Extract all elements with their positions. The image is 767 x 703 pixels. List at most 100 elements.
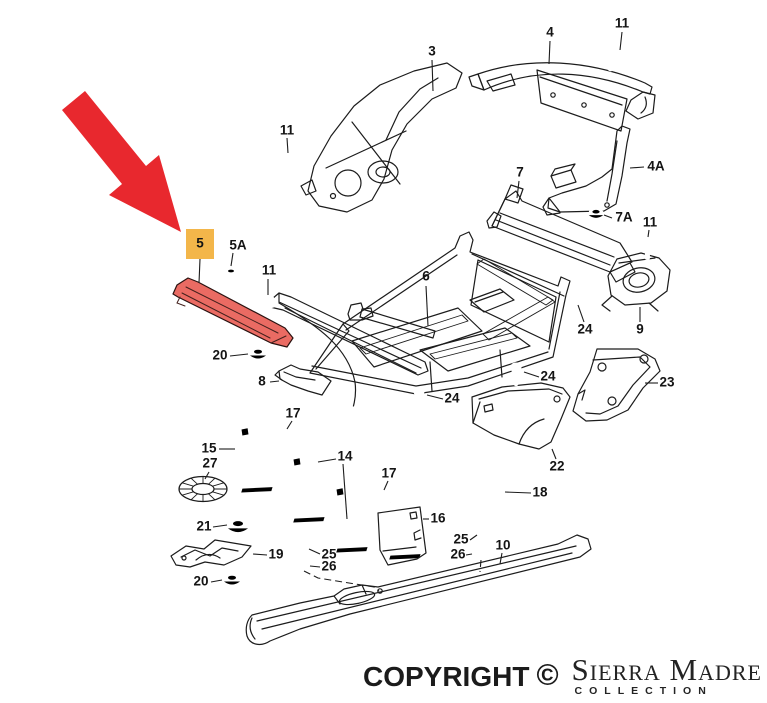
callout-16: 16 [430, 511, 446, 526]
callout-20: 20 [212, 348, 227, 363]
callout-24: 24 [540, 369, 556, 384]
callout-19: 19 [268, 547, 283, 562]
part-6-floor-pan [309, 211, 571, 395]
callout-23: 23 [659, 375, 675, 390]
copyright-text: COPYRIGHT [362, 660, 530, 692]
part-23-shield [572, 348, 661, 422]
part-16-panel [377, 506, 427, 566]
leader-line [523, 371, 540, 378]
callout-5: 5 [196, 236, 204, 251]
callout-17: 17 [381, 466, 396, 481]
callout-14: 14 [337, 449, 353, 464]
callout-7: 7 [516, 165, 524, 180]
leader-line [212, 524, 228, 528]
highlight-arrow [62, 91, 181, 232]
screw-24-c [413, 386, 425, 411]
part-3-panel [300, 62, 463, 213]
callout-21: 21 [196, 519, 212, 534]
part-9-cover [601, 252, 671, 312]
callout-24: 24 [444, 391, 460, 406]
leader-lines [198, 31, 658, 592]
grommet-21 [228, 519, 248, 537]
leader-line [629, 166, 645, 169]
part-7-panel [491, 184, 636, 283]
washer-26-b [472, 550, 490, 558]
leader-line [229, 353, 249, 357]
leader-line [647, 229, 650, 238]
callout-7A: 7A [615, 210, 633, 225]
part-4-panel [468, 62, 656, 132]
callout-11: 11 [262, 263, 277, 278]
leader-line [619, 31, 623, 51]
part-5-highlighted-rail [172, 277, 294, 348]
leader-line [425, 285, 429, 327]
copyright-symbol: © [536, 658, 559, 692]
nut-5a [224, 268, 238, 278]
screw-25-b [477, 524, 489, 549]
highlight-label-box [186, 229, 214, 259]
brand-name: Sierra Madre [571, 651, 762, 687]
part-10-sill [245, 534, 592, 646]
leader-line [504, 491, 532, 494]
callout-25: 25 [321, 547, 337, 562]
screw-24-a [573, 282, 591, 308]
part-27-ring [178, 475, 228, 503]
callout-8: 8 [258, 374, 266, 389]
leader-line [269, 380, 280, 383]
leader-line [309, 565, 321, 568]
leader-line [230, 252, 234, 267]
leader-line [499, 552, 503, 565]
copyright: COPYRIGHT © [362, 658, 559, 694]
leader-line [252, 553, 268, 556]
leader-line [603, 214, 613, 219]
leader-line [303, 570, 380, 592]
leader-line [465, 553, 473, 556]
callout-4A: 4A [647, 159, 665, 174]
brand-subtitle: COLLECTION [574, 685, 713, 697]
screw-25-a [296, 536, 308, 561]
callout-25: 25 [453, 532, 469, 547]
leader-line [516, 180, 520, 199]
grommet-7a [588, 208, 604, 221]
leader-line [317, 458, 337, 463]
leader-line [210, 579, 223, 583]
leader-line [308, 548, 321, 555]
leader-line [479, 559, 482, 573]
bolt-11-d [260, 295, 276, 319]
leader-line [198, 258, 201, 284]
callout-24: 24 [577, 322, 593, 337]
callout-6: 6 [422, 269, 430, 284]
callout-17: 17 [285, 406, 300, 421]
callout-26: 26 [450, 547, 466, 562]
leader-line [204, 471, 210, 480]
leader-line [383, 480, 389, 491]
part-5-fill [172, 277, 294, 348]
screw-24-b [510, 362, 522, 387]
part-19-bracket [170, 539, 252, 568]
leader-line [577, 304, 585, 323]
washer-26-a [291, 561, 309, 569]
callout-18: 18 [532, 485, 548, 500]
callout-11: 11 [280, 123, 295, 138]
part-4a-bracket [542, 125, 631, 216]
grommet-20-a [250, 348, 266, 362]
leader-line [551, 448, 557, 460]
leader-line [431, 59, 434, 92]
callout-11: 11 [643, 215, 658, 230]
callout-5A: 5A [229, 238, 247, 253]
part-15-bracket [233, 420, 278, 495]
callout-9: 9 [636, 322, 644, 337]
part-14-bracket-b [328, 480, 373, 555]
leader-line [469, 534, 478, 541]
leader-line [548, 40, 551, 65]
callout-4: 4 [546, 25, 554, 40]
grommet-20-b [224, 574, 240, 588]
callout-11: 11 [615, 16, 630, 31]
leader-line [342, 463, 348, 520]
leader-line [286, 137, 289, 154]
callout-10: 10 [495, 538, 510, 553]
callout-15: 15 [201, 441, 217, 456]
bolt-11-a [269, 149, 296, 178]
